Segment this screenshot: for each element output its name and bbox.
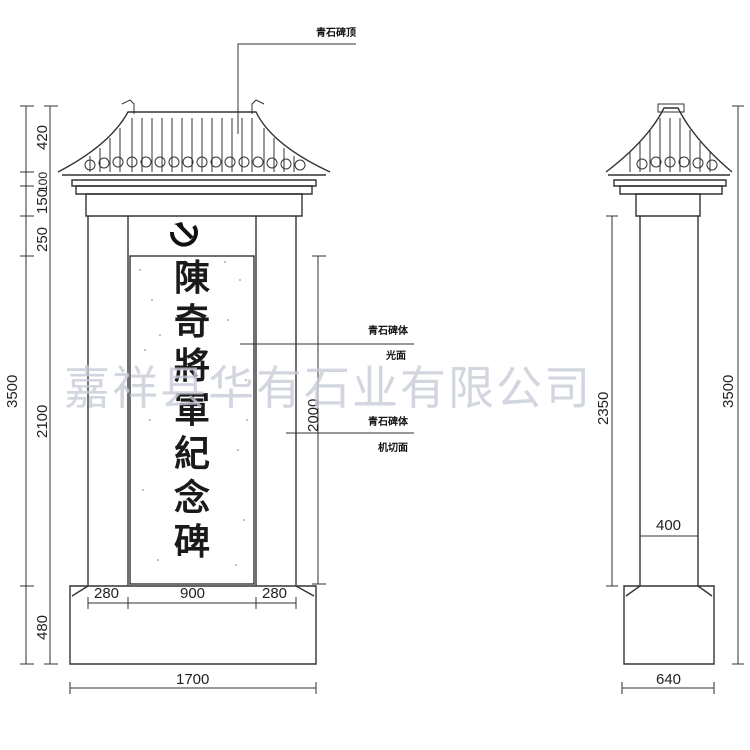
front-roof <box>57 99 331 187</box>
inscription-char: 陳 <box>174 257 210 299</box>
dim-2100: 2100 <box>34 405 51 438</box>
stone-texture <box>139 261 248 566</box>
dim-150: 150 <box>34 189 51 214</box>
dim-250: 250 <box>34 227 51 252</box>
party-emblem-icon <box>170 222 198 247</box>
dim-420: 420 <box>34 125 51 150</box>
front-dimensions <box>20 105 326 694</box>
dim-2000: 2000 <box>305 399 322 432</box>
side-dimensions <box>606 105 744 694</box>
inscription-char: 奇 <box>174 301 210 343</box>
front-elevation: 陳奇將軍紀念碑 <box>57 99 331 665</box>
roof-tiles <box>84 118 306 172</box>
dim-3500-side: 3500 <box>720 375 737 408</box>
side-label-2: 机切面 <box>378 441 408 454</box>
inscription-char: 軍 <box>174 389 210 431</box>
dim-280-left: 280 <box>94 585 119 602</box>
inscription-char: 紀 <box>174 433 210 475</box>
inscription-char: 碑 <box>174 521 210 563</box>
side-elevation <box>605 103 733 665</box>
dim-1700: 1700 <box>176 671 209 688</box>
inscription-char: 將 <box>174 345 210 387</box>
monument-inscription: 陳奇將軍紀念碑 <box>174 257 210 563</box>
dim-900: 900 <box>180 585 205 602</box>
dim-400: 400 <box>656 517 681 534</box>
dim-640: 640 <box>656 671 681 688</box>
dim-280-right: 280 <box>262 585 287 602</box>
side-label-1: 青石碑体 <box>368 415 409 428</box>
company-watermark: 嘉祥县华有石业有限公司 <box>64 361 592 415</box>
dim-3500-front: 3500 <box>4 375 21 408</box>
dim-100: 100 <box>36 172 50 192</box>
cap-label: 青石碑顶 <box>316 26 356 39</box>
dim-480: 480 <box>34 615 51 640</box>
face-label-2: 光面 <box>385 349 406 362</box>
inscription-char: 念 <box>174 477 210 519</box>
dim-2350: 2350 <box>595 392 612 425</box>
annotation-leaders <box>237 43 414 434</box>
face-label-1: 青石碑体 <box>368 324 409 337</box>
